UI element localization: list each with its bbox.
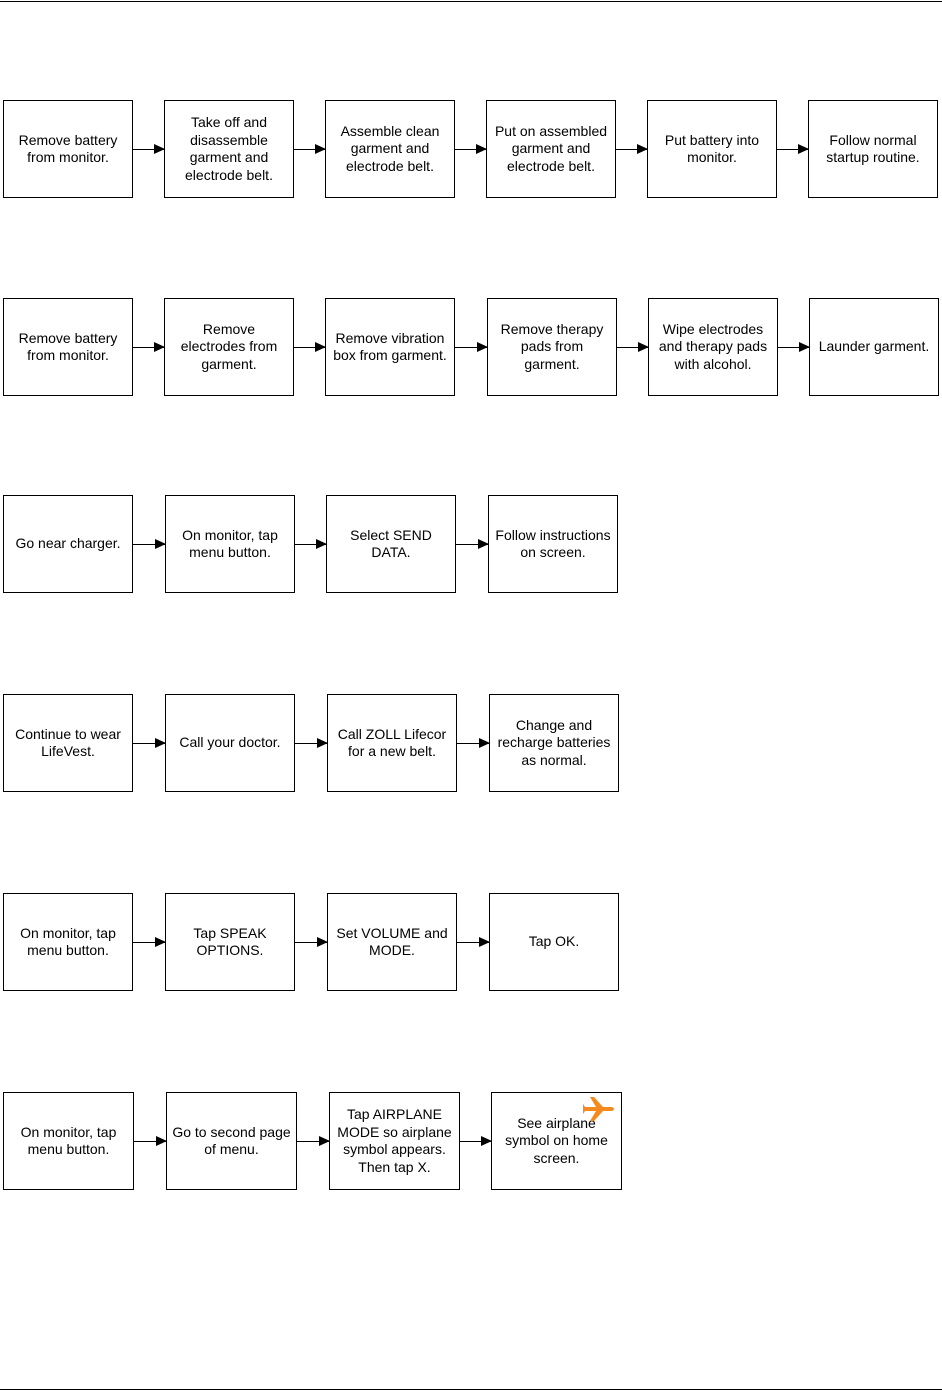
step-box: Remove therapy pads from garment. bbox=[487, 298, 617, 396]
flow-arrow bbox=[294, 144, 326, 154]
step-text: Continue to wear LifeVest. bbox=[15, 725, 121, 760]
step-text: Remove battery from monitor. bbox=[18, 329, 118, 364]
step-text: Remove battery from monitor. bbox=[18, 131, 118, 166]
step-text: Take off and disassemble garment and ele… bbox=[185, 114, 273, 183]
flow-arrow bbox=[133, 738, 166, 748]
flow-arrow bbox=[778, 342, 810, 352]
flow-arrow bbox=[134, 1136, 167, 1146]
step-text: Tap OK. bbox=[528, 933, 580, 950]
step-text: Remove electrodes from garment. bbox=[180, 320, 278, 372]
flow-arrow bbox=[133, 144, 165, 154]
flow-arrow bbox=[294, 342, 326, 352]
step-box: On monitor, tap menu button. bbox=[165, 495, 295, 593]
step-box: Follow instructions on screen. bbox=[488, 495, 618, 593]
step-text: On monitor, tap menu button. bbox=[182, 526, 278, 561]
step-box: Follow normal startup routine. bbox=[808, 100, 938, 198]
step-box: On monitor, tap menu button. bbox=[3, 893, 133, 991]
flow-row: Go near charger. On monitor, tap menu but… bbox=[0, 495, 942, 595]
step-box: Remove battery from monitor. bbox=[3, 298, 133, 396]
step-box: Remove battery from monitor. bbox=[3, 100, 133, 198]
step-text: Select SEND DATA. bbox=[350, 526, 432, 561]
flow-arrow bbox=[456, 539, 489, 549]
flow-arrow bbox=[457, 937, 490, 947]
step-box: Go near charger. bbox=[3, 495, 133, 593]
step-box: Tap OK. bbox=[489, 893, 619, 991]
step-box: Assemble clean garment and electrode bel… bbox=[325, 100, 455, 198]
step-text: Follow normal startup routine. bbox=[826, 131, 920, 166]
airplane-icon bbox=[583, 1097, 614, 1121]
flow-row: On monitor, tap menu button. Tap SPEAK OP… bbox=[0, 893, 942, 993]
flow-arrow bbox=[617, 342, 649, 352]
step-text: Go near charger. bbox=[15, 535, 121, 552]
flow-arrow bbox=[295, 539, 327, 549]
step-text: Remove vibration box from garment. bbox=[333, 329, 447, 364]
step-box: Set VOLUME and MODE. bbox=[327, 893, 457, 991]
flow-arrow bbox=[297, 1136, 330, 1146]
flow-arrow bbox=[457, 738, 490, 748]
flow-arrow bbox=[460, 1136, 492, 1146]
flow-arrow bbox=[133, 342, 165, 352]
step-box: Remove vibration box from garment. bbox=[325, 298, 455, 396]
step-text: Tap SPEAK OPTIONS. bbox=[193, 924, 267, 959]
flow-arrow bbox=[455, 342, 488, 352]
flow-row: Remove battery from monitor. Remove elect… bbox=[0, 298, 942, 398]
step-text: Put battery into monitor. bbox=[664, 131, 760, 166]
step-box: Wipe electrodes and therapy pads with al… bbox=[648, 298, 778, 396]
step-text: On monitor, tap menu button. bbox=[20, 1123, 117, 1158]
step-box: Remove electrodes from garment. bbox=[164, 298, 294, 396]
step-text: Call ZOLL Lifecor for a new belt. bbox=[337, 725, 447, 760]
bottom-rule bbox=[0, 1389, 942, 1390]
step-text: Follow instructions on screen. bbox=[495, 526, 611, 561]
step-box: Launder garment. bbox=[809, 298, 939, 396]
step-text: Call your doctor. bbox=[179, 734, 281, 751]
step-text: Set VOLUME and MODE. bbox=[336, 924, 448, 959]
step-box: Put on assembled garment and electrode b… bbox=[486, 100, 616, 198]
step-text: On monitor, tap menu button. bbox=[20, 924, 116, 959]
step-box: Tap SPEAK OPTIONS. bbox=[165, 893, 295, 991]
step-box: Put battery into monitor. bbox=[647, 100, 777, 198]
flow-arrow bbox=[777, 144, 809, 154]
flow-arrow bbox=[455, 144, 487, 154]
flow-arrow bbox=[295, 937, 328, 947]
step-text: Assemble clean garment and electrode bel… bbox=[340, 122, 440, 174]
flow-row: Continue to wear LifeVest. Call your doct… bbox=[0, 694, 942, 794]
flow-row: On monitor, tap menu button. Go to second… bbox=[0, 1092, 942, 1192]
step-text: Change and recharge batteries as normal. bbox=[497, 716, 611, 768]
step-text: Launder garment. bbox=[818, 338, 930, 355]
step-box: Change and recharge batteries as normal. bbox=[489, 694, 619, 792]
flow-arrow bbox=[295, 738, 328, 748]
step-text: Tap AIRPLANE MODE so airplane symbol app… bbox=[337, 1106, 452, 1175]
step-box: Continue to wear LifeVest. bbox=[3, 694, 133, 792]
step-box: Call ZOLL Lifecor for a new belt. bbox=[327, 694, 457, 792]
step-text: See airplane symbol on home screen. bbox=[505, 1114, 608, 1166]
step-box: Select SEND DATA. bbox=[326, 495, 456, 593]
step-box: See airplane symbol on home screen. bbox=[491, 1092, 622, 1190]
step-box: Call your doctor. bbox=[165, 694, 295, 792]
step-box: Take off and disassemble garment and ele… bbox=[164, 100, 294, 198]
step-text: Go to second page of menu. bbox=[172, 1123, 291, 1158]
flow-row: Remove battery from monitor. Take off and… bbox=[0, 100, 942, 200]
step-text: Put on assembled garment and electrode b… bbox=[494, 122, 608, 174]
step-box: On monitor, tap menu button. bbox=[3, 1092, 134, 1190]
step-text: Remove therapy pads from garment. bbox=[500, 320, 604, 372]
flow-arrow bbox=[133, 539, 166, 549]
flow-arrow bbox=[133, 937, 166, 947]
step-box: Go to second page of menu. bbox=[166, 1092, 297, 1190]
step-box: Tap AIRPLANE MODE so airplane symbol app… bbox=[329, 1092, 460, 1190]
top-rule bbox=[0, 1, 942, 2]
step-text: Wipe electrodes and therapy pads with al… bbox=[658, 320, 768, 372]
flow-arrow bbox=[616, 144, 648, 154]
